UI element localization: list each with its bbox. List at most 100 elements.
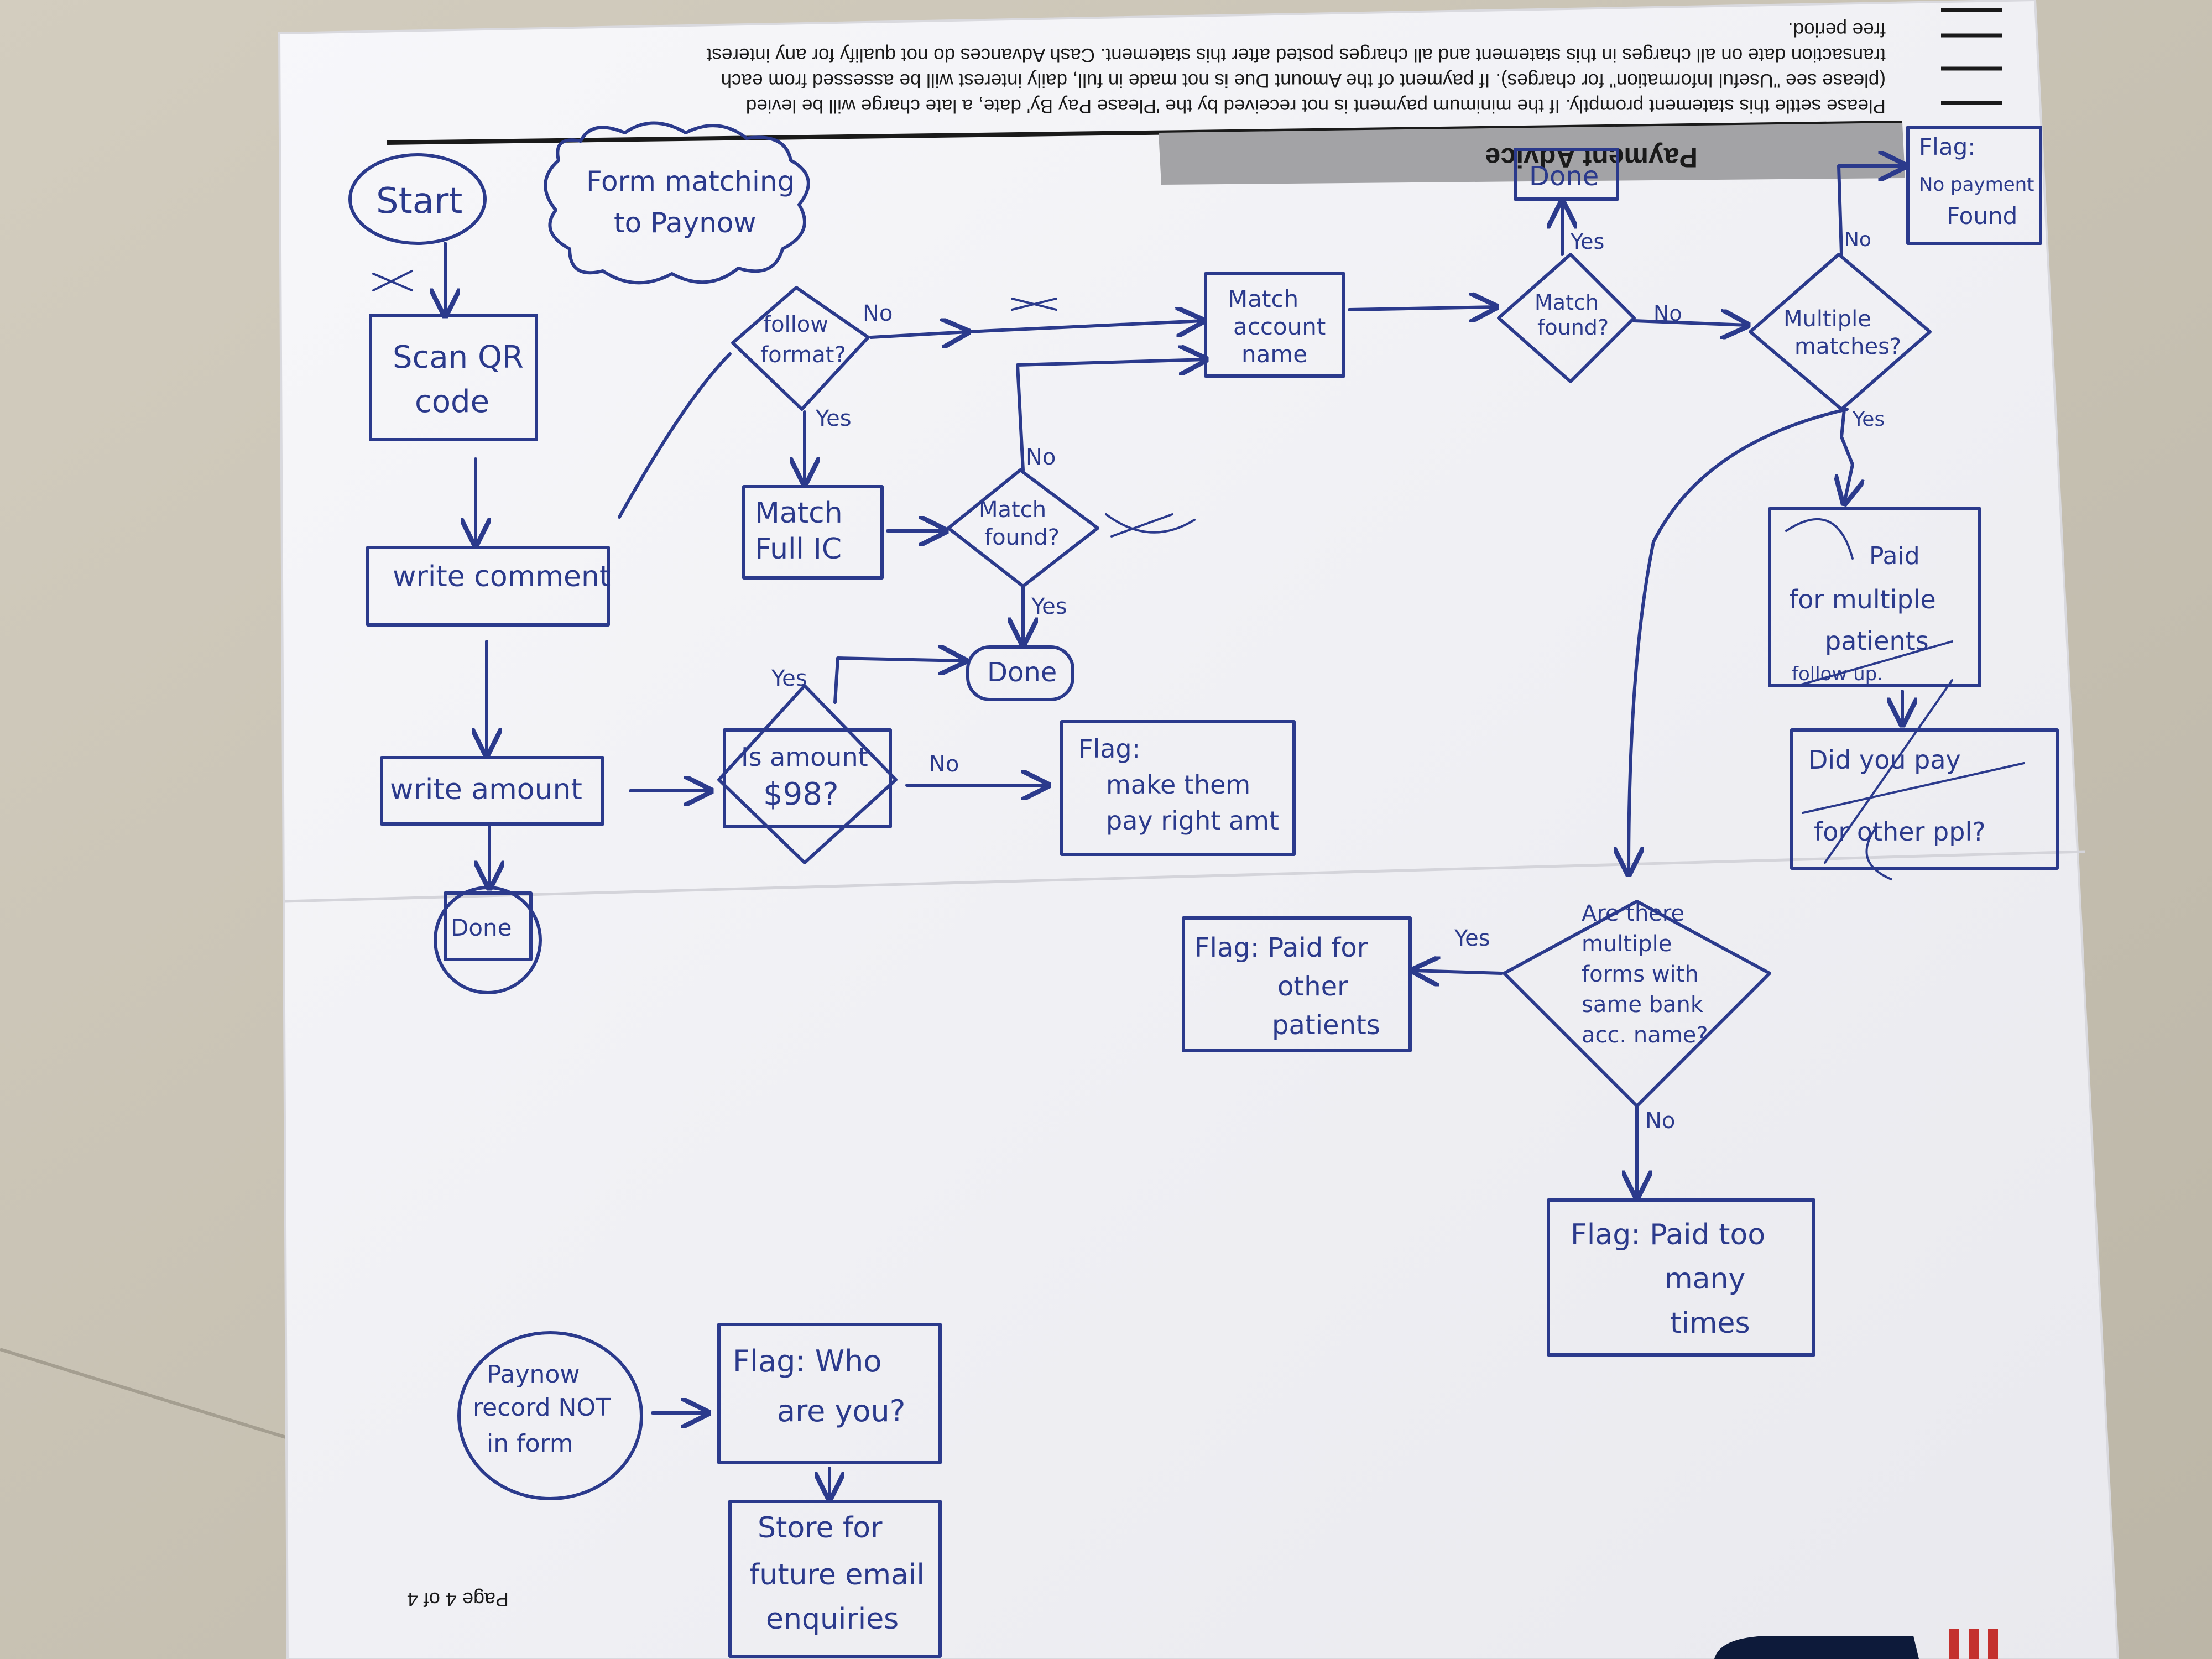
title-cloud-line-1: Form matching	[586, 165, 795, 197]
multiple-forms-yes: Yes	[1454, 926, 1490, 951]
flag-make-pay-line-2: make them	[1106, 770, 1250, 800]
statement-line-2: (please see "Useful Information" for cha…	[721, 70, 1886, 91]
match-found-2-yes: Yes	[1570, 229, 1604, 254]
flag-paid-too-many-line-2: many	[1665, 1262, 1745, 1296]
write-comment-label: write comment	[393, 560, 611, 593]
done-box-left	[444, 891, 533, 961]
match-found-1-line-1: Match	[979, 497, 1046, 523]
paid-multiple-line-3: patients	[1825, 626, 1929, 656]
match-found-1-yes: Yes	[1031, 594, 1067, 619]
multiple-forms-line-2: multiple	[1582, 931, 1672, 957]
done-left-label: Done	[451, 914, 512, 941]
match-account-line-1: Match	[1228, 285, 1298, 312]
match-full-ic-line-1: Match	[755, 497, 843, 530]
flag-no-payment-line-1: Flag:	[1919, 133, 1975, 160]
paynow-not-in-form-node	[457, 1331, 643, 1500]
crossed-out-mark-2	[1011, 298, 1057, 311]
is-amount-line-1: Is amount	[741, 742, 868, 772]
flag-make-pay-line-3: pay right amt	[1106, 806, 1279, 836]
payment-advice-bar	[1159, 123, 1905, 185]
follow-format-no: No	[863, 301, 893, 326]
multiple-matches-yes: Yes	[1852, 408, 1885, 431]
paper-sheet	[278, 0, 2120, 1659]
store-future-line-2: future email	[749, 1558, 925, 1592]
store-future-line-3: enquiries	[766, 1603, 899, 1636]
match-found-2-no: No	[1653, 301, 1682, 326]
follow-format-diamond	[731, 286, 870, 411]
paynow-line-2: record NOT	[473, 1394, 611, 1422]
write-amount-label: write amount	[390, 773, 582, 806]
flowchart-labels: Start Form matching to Paynow Scan QR co…	[376, 133, 2034, 1636]
scan-qr-line-2: code	[415, 384, 489, 420]
is-amount-box	[723, 728, 892, 828]
multiple-forms-line-5: acc. name?	[1582, 1022, 1708, 1048]
flowchart	[348, 121, 2059, 1658]
flag-no-payment-line-2: No payment	[1919, 174, 2034, 196]
flag-paid-other-line-1: Flag: Paid for	[1194, 932, 1368, 963]
printed-statement-text: Please settle this statement promptly. I…	[706, 19, 1886, 117]
did-you-pay-line-1: Did you pay	[1808, 745, 1961, 775]
title-cloud	[544, 121, 810, 285]
paid-multiple-line-1: Paid	[1869, 542, 1920, 570]
statement-rule	[387, 121, 1903, 145]
follow-format-yes: Yes	[815, 406, 852, 431]
margin-ticks	[1941, 8, 2002, 105]
is-amount-no: No	[929, 752, 959, 777]
flag-make-pay-line-1: Flag:	[1078, 734, 1140, 764]
paid-multiple-line-4: follow up.	[1792, 663, 1883, 685]
match-account-line-3: name	[1241, 341, 1307, 368]
paper-fold-line	[284, 850, 2085, 903]
start-node	[348, 153, 487, 245]
match-found-1-line-2: found?	[984, 525, 1060, 550]
statement-line-1: Please settle this statement promptly. I…	[746, 95, 1886, 117]
done-middle-label: Done	[987, 657, 1057, 688]
follow-format-line-2: format?	[760, 342, 846, 368]
flag-paid-too-many-line-3: times	[1670, 1307, 1750, 1340]
flag-who-box	[717, 1323, 942, 1464]
flow-arrows	[445, 166, 1905, 1499]
flag-paid-other-line-2: other	[1277, 971, 1348, 1002]
paid-multiple-line-2: for multiple	[1789, 585, 1936, 614]
match-found-diamond-2	[1497, 253, 1636, 383]
scan-qr-line-1: Scan QR	[393, 340, 524, 375]
match-found-1-no: No	[1026, 445, 1056, 470]
store-future-line-1: Store for	[758, 1511, 883, 1545]
title-cloud-line-2: to Paynow	[614, 207, 756, 239]
follow-format-line-1: follow	[763, 312, 828, 337]
did-you-pay-line-2: for other ppl?	[1814, 817, 1986, 847]
multiple-matches-no: No	[1844, 228, 1871, 251]
is-amount-diamond	[717, 684, 898, 864]
multiple-forms-line-3: forms with	[1582, 962, 1699, 987]
crossed-out-mark-3	[1105, 513, 1196, 538]
page-label: Page 4 of 4	[407, 1588, 509, 1611]
statement-line-4: free period.	[1788, 19, 1886, 40]
start-label: Start	[376, 181, 462, 222]
payment-advice-label: Payment Advice	[1485, 142, 1698, 173]
flag-paid-too-many-line-1: Flag: Paid too	[1571, 1218, 1765, 1251]
match-account-line-2: account	[1233, 313, 1326, 340]
is-amount-line-2: $98?	[763, 776, 839, 812]
paid-multiple-box	[1768, 507, 1981, 687]
multiple-forms-no: No	[1645, 1108, 1675, 1134]
is-amount-yes: Yes	[771, 666, 807, 691]
paynow-line-1: Paynow	[487, 1360, 580, 1389]
flag-paid-too-many-box	[1547, 1198, 1815, 1357]
bank-logo-fragment	[1714, 1629, 1998, 1659]
match-found-2-line-1: Match	[1535, 290, 1599, 315]
match-found-2-line-2: found?	[1537, 315, 1609, 340]
did-you-pay-box	[1790, 728, 2059, 870]
flag-who-line-1: Flag: Who	[733, 1344, 881, 1379]
crossed-out-mark-1	[372, 270, 413, 291]
multiple-forms-line-4: same bank	[1582, 992, 1704, 1018]
flag-no-payment-line-3: Found	[1947, 202, 2017, 229]
floor-tile-line	[0, 1348, 288, 1439]
flag-paid-other-line-3: patients	[1272, 1010, 1380, 1041]
done-top-label: Done	[1529, 161, 1599, 192]
multiple-forms-line-1: Are there	[1582, 901, 1684, 926]
multiple-matches-line-1: Multiple	[1783, 306, 1871, 332]
multiple-matches-line-2: matches?	[1794, 334, 1901, 359]
flag-who-line-2: are you?	[777, 1394, 905, 1428]
strike-scribble	[1785, 518, 2025, 880]
match-full-ic-line-2: Full IC	[755, 533, 842, 566]
